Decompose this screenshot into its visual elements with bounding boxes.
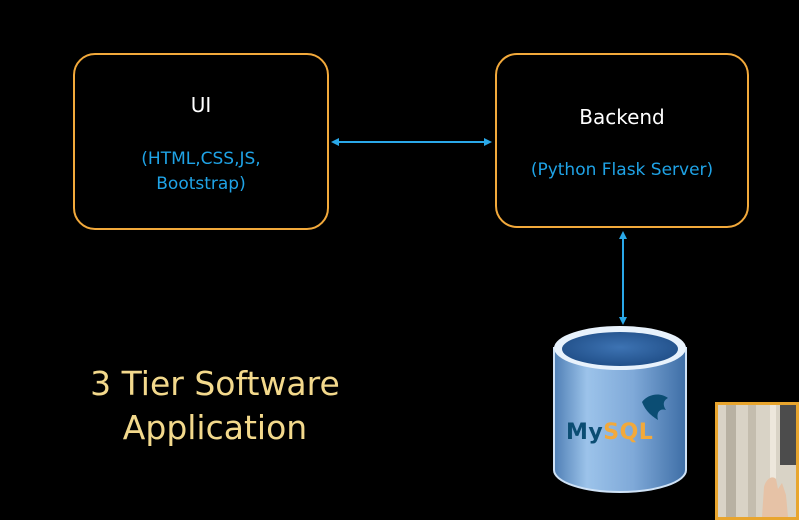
mysql-logo: MySQL xyxy=(566,420,653,445)
mysql-dolphin-logo xyxy=(642,394,668,420)
caption-line2: Application xyxy=(122,408,308,447)
database-cylinder-icon xyxy=(553,326,687,493)
ui-tier-subtitle-line1: (HTML,CSS,JS, xyxy=(141,149,261,169)
diagram-caption: 3 Tier Software Application xyxy=(60,362,370,450)
backend-tier-subtitle: (Python Flask Server) xyxy=(530,160,714,180)
ui-tier-box: UI (HTML,CSS,JS, Bootstrap) xyxy=(73,53,329,230)
ui-tier-subtitle-line2: Bootstrap) xyxy=(156,174,246,194)
backend-tier-title: Backend xyxy=(579,105,665,129)
backend-tier-box: Backend (Python Flask Server) xyxy=(495,53,749,228)
mysql-logo-my: My xyxy=(566,420,604,445)
webcam-video-frame xyxy=(718,405,796,517)
webcam-overlay xyxy=(715,402,799,520)
mysql-logo-sql: SQL xyxy=(603,420,654,445)
caption-line1: 3 Tier Software xyxy=(90,364,340,403)
ui-tier-title: UI xyxy=(190,93,212,117)
ui-tier-subtitle: (HTML,CSS,JS, Bootstrap) xyxy=(75,147,327,197)
